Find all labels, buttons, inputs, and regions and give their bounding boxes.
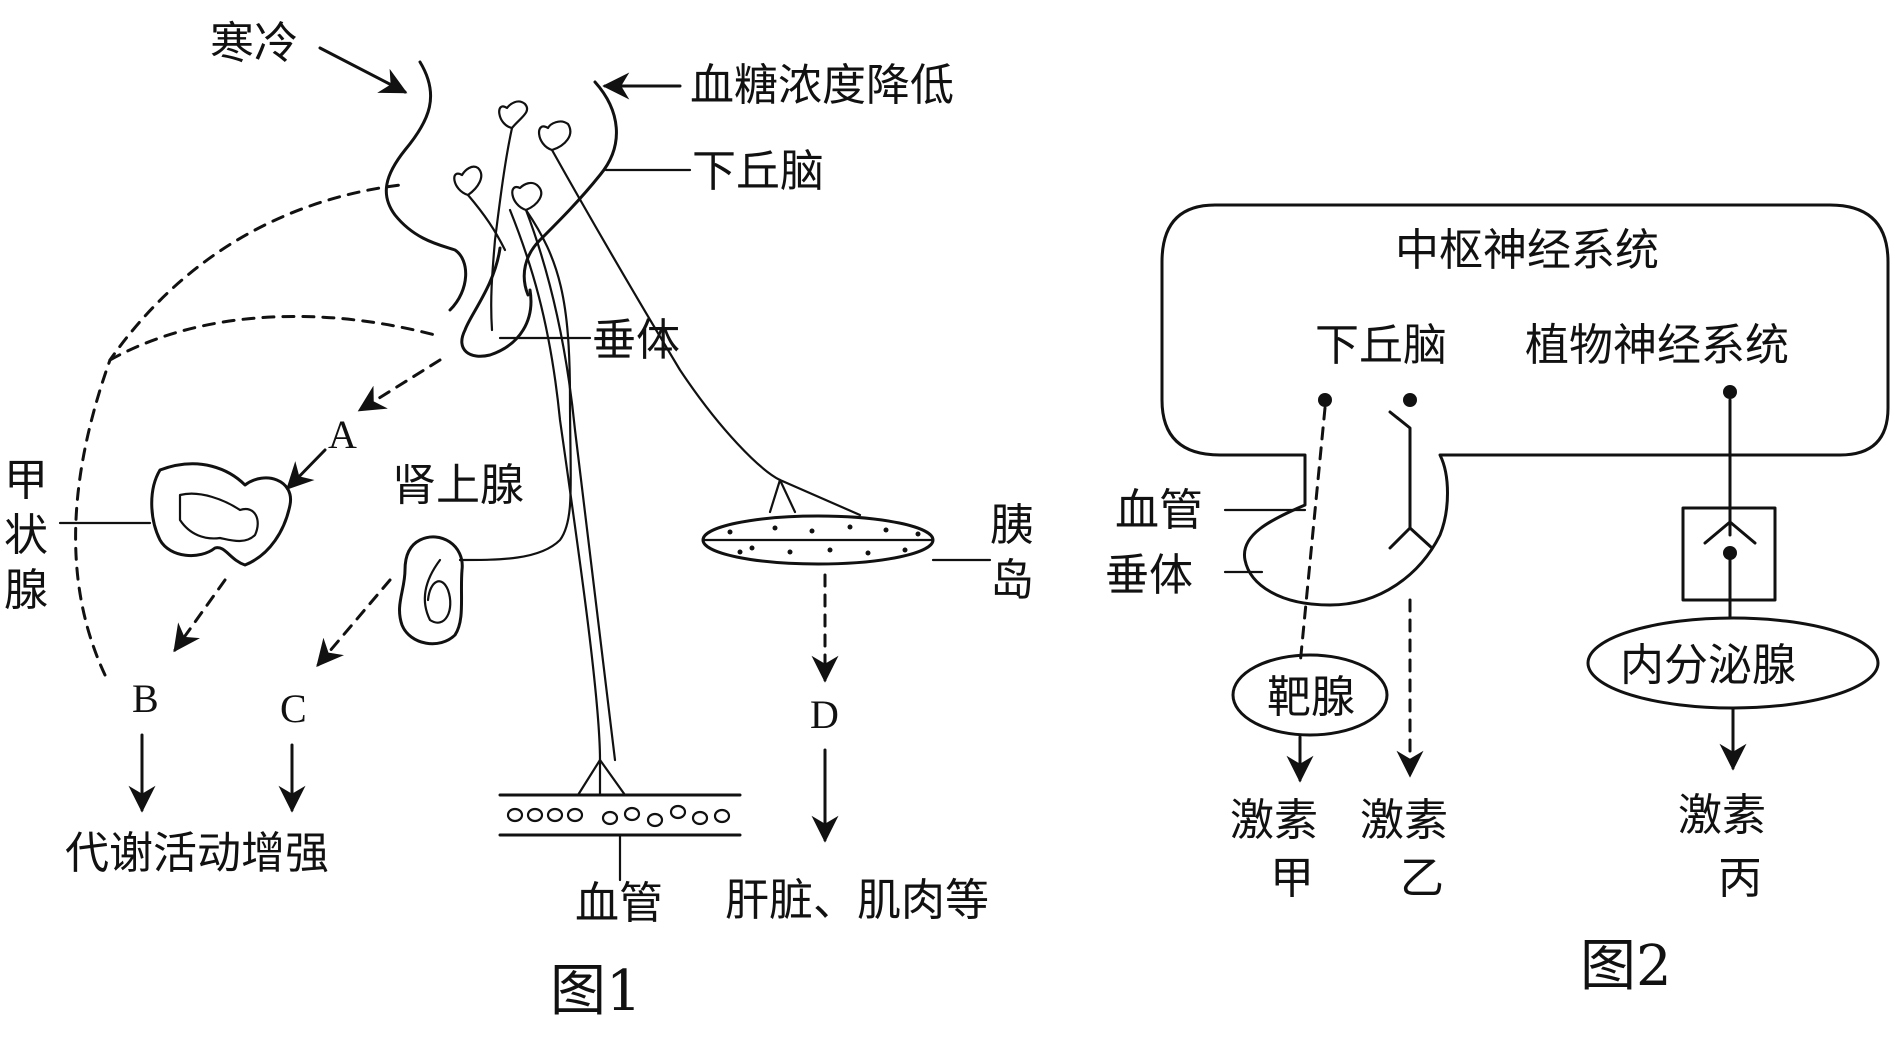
label-islet-1: 胰 xyxy=(990,500,1034,551)
neuron-cells xyxy=(453,100,782,762)
synapse-ending xyxy=(1703,520,1757,545)
figure-1-caption: 图1 xyxy=(550,959,642,1024)
neuron-2-axon xyxy=(1388,410,1434,550)
label-thyroid-1: 甲 xyxy=(4,455,48,506)
label-blood-vessel: 血管 xyxy=(575,878,663,929)
neuron-3-soma xyxy=(1723,385,1737,399)
label-endocrine-gland: 内分泌腺 xyxy=(1620,640,1796,691)
label-hypothalamus-2: 下丘脑 xyxy=(1315,320,1447,371)
arrow-adrenal-to-C xyxy=(316,578,392,668)
label-adrenal: 肾上腺 xyxy=(392,460,524,511)
arrow-thyroid-to-B xyxy=(173,578,227,653)
thyroid-gland xyxy=(150,462,292,567)
neuron-1-soma xyxy=(1318,393,1332,407)
brain-outline-right xyxy=(522,80,618,297)
label-cold: 寒冷 xyxy=(210,18,298,69)
label-hormone-jia: 激素 xyxy=(1230,795,1318,846)
figure-2-caption: 图2 xyxy=(1580,934,1672,999)
label-hormone-bing-suffix: 丙 xyxy=(1718,853,1762,904)
pituitary-outline xyxy=(460,246,533,358)
label-islet-2: 岛 xyxy=(990,555,1034,606)
label-target-gland: 靶腺 xyxy=(1267,672,1355,723)
vessel-cells xyxy=(506,804,731,828)
adrenal-gland xyxy=(398,535,464,646)
islet-dots xyxy=(727,524,921,556)
cns-box xyxy=(1160,203,1890,607)
arrow-A-to-thyroid xyxy=(286,448,327,490)
label-hormone-yi-suffix: 乙 xyxy=(1400,853,1444,904)
label-thyroid-3: 腺 xyxy=(4,565,48,616)
thyroid-inner xyxy=(178,492,259,543)
adrenal-inner xyxy=(423,558,452,624)
figure-1: 寒冷 血糖浓度降低 下丘脑 垂体 A 甲 状 腺 B 肾上腺 C xyxy=(4,18,1034,1024)
label-hormone-jia-suffix: 甲 xyxy=(1270,853,1314,904)
label-hormone-yi: 激素 xyxy=(1360,795,1448,846)
brain-outline-left xyxy=(384,60,468,312)
label-ans: 植物神经系统 xyxy=(1525,320,1789,371)
label-cns: 中枢神经系统 xyxy=(1395,225,1659,276)
label-pituitary-2: 垂体 xyxy=(1105,550,1193,601)
figure-2: 中枢神经系统 下丘脑 植物神经系统 血管 垂体 靶腺 激素 甲 激素 乙 内分泌… xyxy=(1105,203,1890,999)
neuron-4-soma xyxy=(1723,546,1737,560)
label-hormone-bing: 激素 xyxy=(1678,790,1766,841)
vessel-nerve-endings xyxy=(576,758,627,797)
arrow-cold xyxy=(318,46,408,94)
label-blood-sugar-drop: 血糖浓度降低 xyxy=(690,60,954,111)
label-thyroid-2: 状 xyxy=(4,510,48,561)
letter-B: B xyxy=(132,676,159,721)
label-blood-vessel-2: 血管 xyxy=(1115,485,1203,536)
neuron-1-axon xyxy=(1298,406,1327,667)
letter-C: C xyxy=(280,686,307,731)
target-gland xyxy=(1231,653,1389,737)
neuron-2-soma xyxy=(1403,393,1417,407)
feedback-loop-thyroid-to-pituitary xyxy=(108,314,437,362)
label-hypothalamus: 下丘脑 xyxy=(692,146,824,197)
label-liver-muscle: 肝脏、肌肉等 xyxy=(725,875,989,926)
islet-nerve-endings xyxy=(768,478,862,517)
label-pituitary: 垂体 xyxy=(592,315,680,366)
arrow-pituitary-to-A xyxy=(357,358,442,412)
label-metabolism: 代谢活动增强 xyxy=(65,828,329,879)
letter-D: D xyxy=(810,692,839,737)
letter-A: A xyxy=(328,412,357,457)
